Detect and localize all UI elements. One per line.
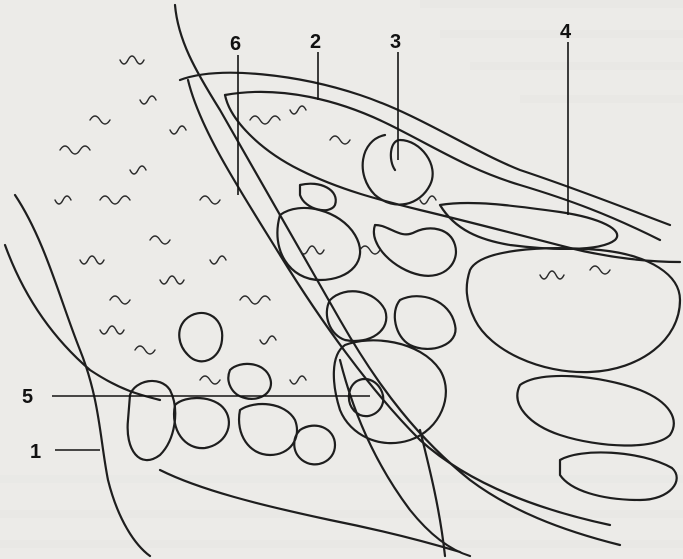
label-1: 1 [30,441,41,463]
label-4: 4 [560,21,572,43]
label-2: 2 [310,31,321,53]
label-6: 6 [230,33,241,55]
label-3: 3 [390,31,401,53]
label-5: 5 [22,386,33,408]
